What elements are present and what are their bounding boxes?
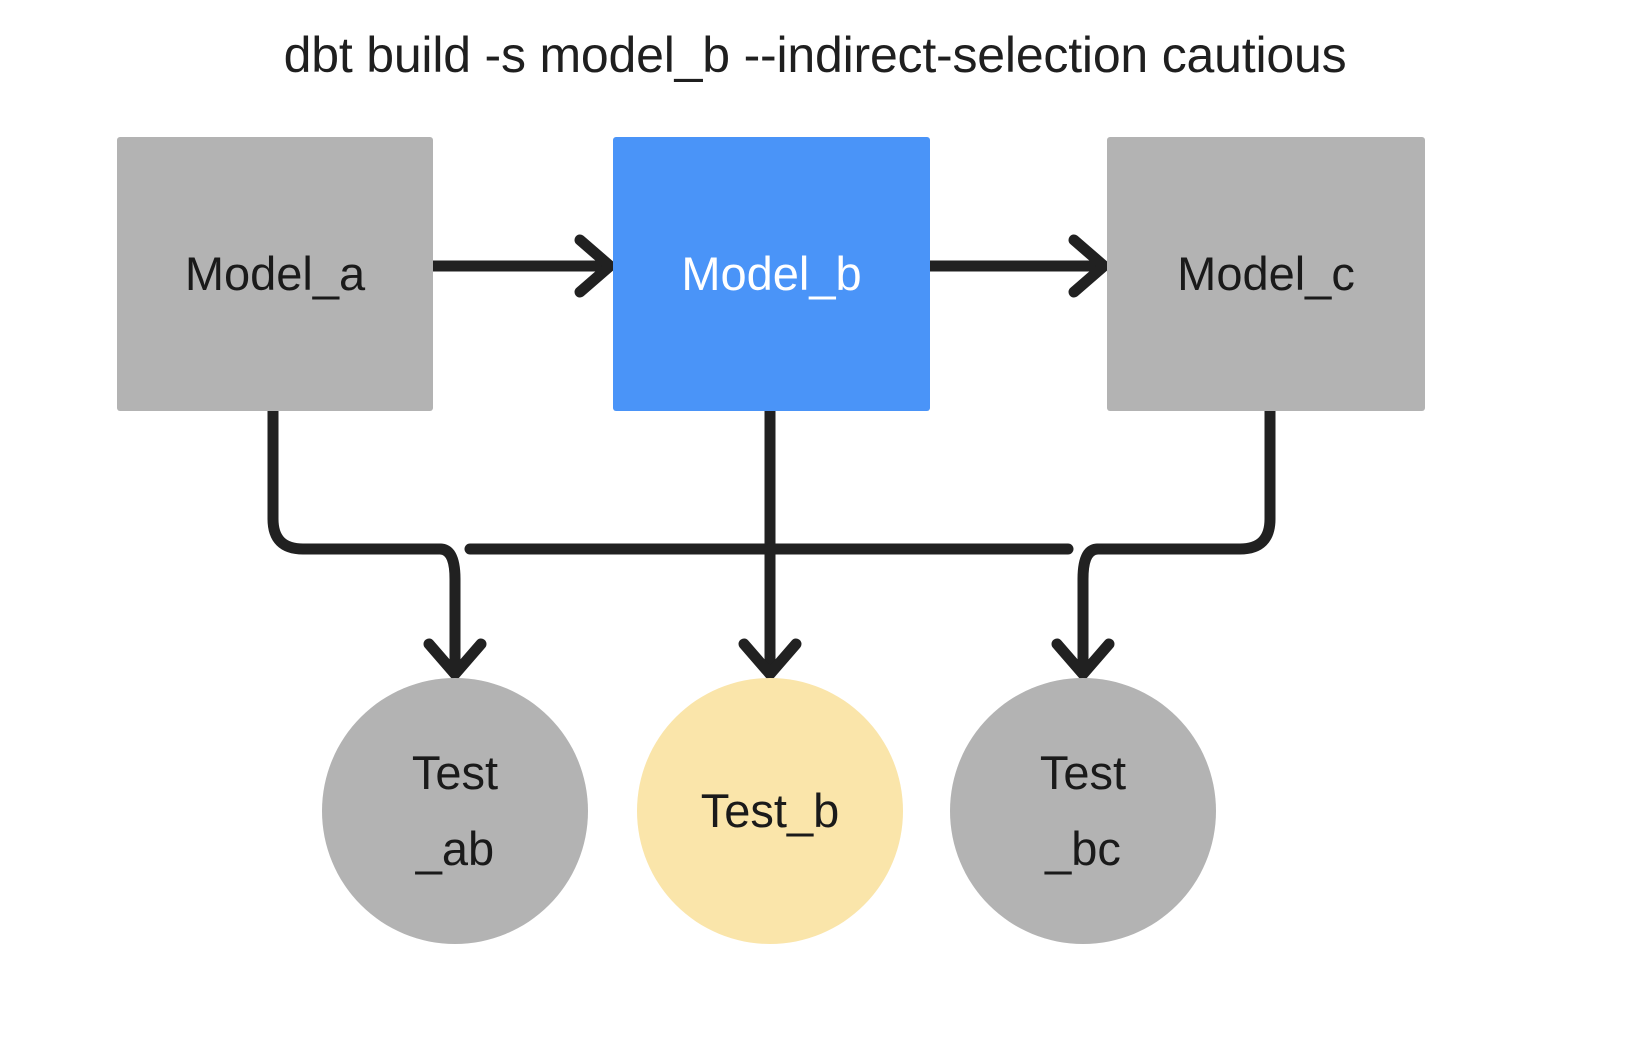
node-model-c[interactable] bbox=[1107, 137, 1425, 411]
edge-bus-to-test-bc bbox=[1077, 543, 1104, 674]
node-model-a[interactable] bbox=[117, 137, 433, 411]
edge-model-a-to-bus bbox=[267, 405, 446, 555]
edge-model-b-to-model-c-arrowhead bbox=[1068, 234, 1110, 298]
edge-bus-to-test-bc-arrowhead bbox=[1051, 638, 1115, 680]
node-test-bc[interactable] bbox=[950, 678, 1216, 944]
edge-model-b-to-test-b-arrowhead bbox=[738, 638, 802, 680]
edge-model-a-to-model-b-arrowhead bbox=[574, 234, 616, 298]
edge-model-c-to-bus bbox=[1092, 405, 1276, 555]
node-test-b[interactable] bbox=[637, 678, 903, 944]
diagram-title: dbt build -s model_b --indirect-selectio… bbox=[283, 27, 1347, 83]
edge-layer bbox=[267, 234, 1276, 680]
edge-bus-to-test-ab-arrowhead bbox=[423, 638, 487, 680]
node-model-b[interactable] bbox=[613, 137, 930, 411]
node-layer bbox=[117, 137, 1425, 944]
node-test-ab[interactable] bbox=[322, 678, 588, 944]
edge-bus-to-test-ab bbox=[434, 543, 461, 674]
